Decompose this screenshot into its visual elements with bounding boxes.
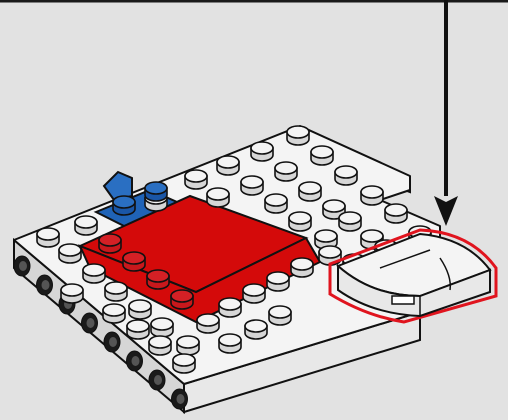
white-stud (251, 142, 273, 161)
white-stud (207, 188, 229, 207)
white-stud (289, 212, 311, 231)
white-stud (335, 166, 357, 185)
red-stud (99, 234, 121, 253)
technic-hole-inner (109, 337, 117, 347)
white-stud (219, 298, 241, 317)
white-stud (173, 354, 195, 373)
white-stud (105, 282, 127, 301)
white-stud (241, 176, 263, 195)
white-stud (149, 336, 171, 355)
white-stud (243, 284, 265, 303)
blue-stud (145, 182, 167, 201)
white-stud (217, 156, 239, 175)
white-stud (245, 320, 267, 339)
technic-hole-inner (87, 318, 95, 328)
white-stud (185, 170, 207, 189)
white-stud (265, 194, 287, 213)
technic-hole-inner (19, 261, 27, 271)
white-stud (75, 216, 97, 235)
white-stud (361, 186, 383, 205)
white-stud (103, 304, 125, 323)
white-stud (287, 126, 309, 145)
white-stud (37, 228, 59, 247)
white-stud (127, 320, 149, 339)
white-stud (83, 264, 105, 283)
white-stud (129, 300, 151, 319)
white-stud (299, 182, 321, 201)
white-stud (269, 306, 291, 325)
technic-hole-inner (154, 375, 162, 385)
white-stud (275, 162, 297, 181)
white-stud (151, 318, 173, 337)
white-stud (339, 212, 361, 231)
white-stud (385, 204, 407, 223)
technic-hole-inner (177, 394, 185, 404)
white-stud (311, 146, 333, 165)
white-stud (59, 244, 81, 263)
red-stud (123, 252, 145, 271)
white-stud (177, 336, 199, 355)
red-stud (147, 270, 169, 289)
blue-stud (113, 196, 135, 215)
white-stud (267, 272, 289, 291)
white-stud (291, 258, 313, 277)
technic-hole-inner (132, 356, 140, 366)
white-stud (219, 334, 241, 353)
technic-hole-inner (42, 280, 50, 290)
red-stud (171, 290, 193, 309)
white-stud (61, 284, 83, 303)
down-arrow-icon (434, 0, 458, 226)
white-stud (197, 314, 219, 333)
